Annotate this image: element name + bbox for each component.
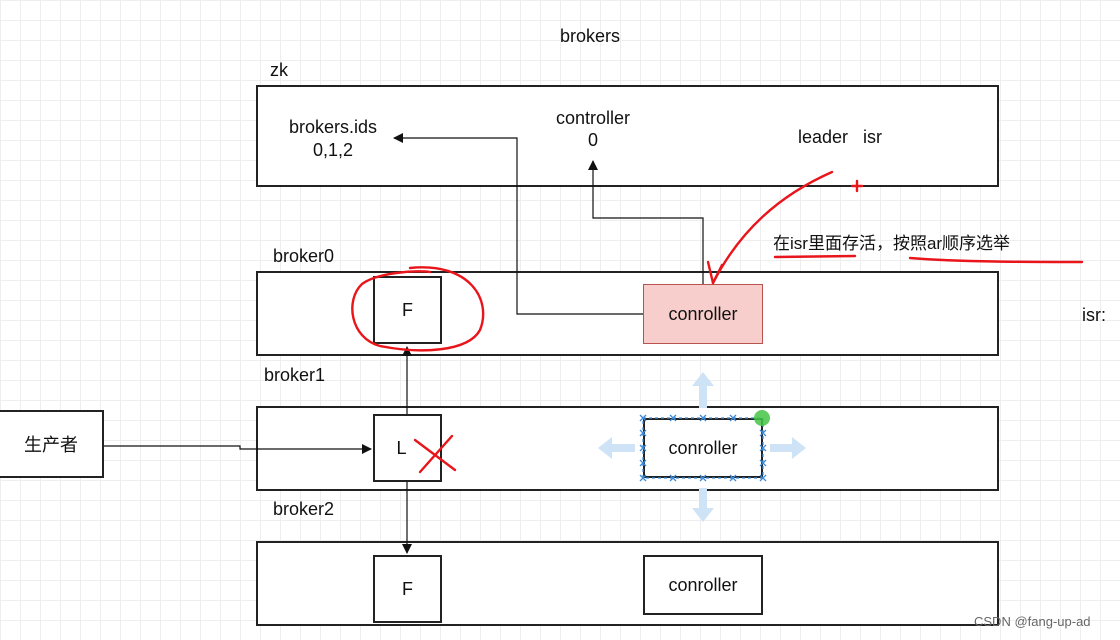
underline-ar: [908, 256, 1084, 264]
brokers-ids-value: 0,1,2: [312, 140, 354, 160]
diagram-title: brokers: [560, 26, 621, 46]
broker1-controller-text: conroller: [668, 437, 738, 458]
broker2-partition-follower[interactable]: F: [373, 555, 442, 623]
election-annotation: 在isr里面存活，按照ar顺序选举: [773, 234, 1011, 253]
broker0-partition-text: F: [402, 299, 413, 320]
broker0-partition-follower[interactable]: F: [373, 276, 442, 344]
broker1-box[interactable]: [256, 406, 999, 491]
zk-controller-value: 0: [587, 130, 598, 150]
broker2-label: broker2: [273, 499, 335, 519]
broker1-partition-leader[interactable]: L: [373, 414, 442, 482]
broker2-controller[interactable]: conroller: [643, 555, 763, 615]
brokers-ids-label: brokers.ids: [288, 117, 378, 137]
underline-isr: [773, 254, 857, 259]
csdn-watermark: CSDN @fang-up-ad: [974, 614, 1091, 629]
broker2-partition-text: F: [402, 578, 413, 599]
election-arrow: [711, 170, 834, 285]
broker0-label: broker0: [273, 246, 335, 266]
producer-text: 生产者: [24, 435, 78, 455]
broker2-controller-text: conroller: [668, 574, 738, 595]
zk-controller-label: controller: [555, 108, 631, 128]
leader-isr-label: leader isr: [798, 127, 883, 147]
broker1-label: broker1: [264, 365, 326, 385]
zk-label: zk: [270, 60, 288, 80]
producer-box[interactable]: 生产者: [0, 410, 104, 478]
broker0-box[interactable]: [256, 271, 999, 356]
broker0-controller-text: conroller: [668, 303, 738, 324]
broker1-controller-selected[interactable]: conroller: [643, 418, 763, 478]
broker1-partition-text: L: [396, 437, 407, 458]
broker2-box[interactable]: [256, 541, 999, 626]
isr-side-label: isr:: [1082, 305, 1106, 325]
broker0-controller-active[interactable]: conroller: [643, 284, 763, 344]
